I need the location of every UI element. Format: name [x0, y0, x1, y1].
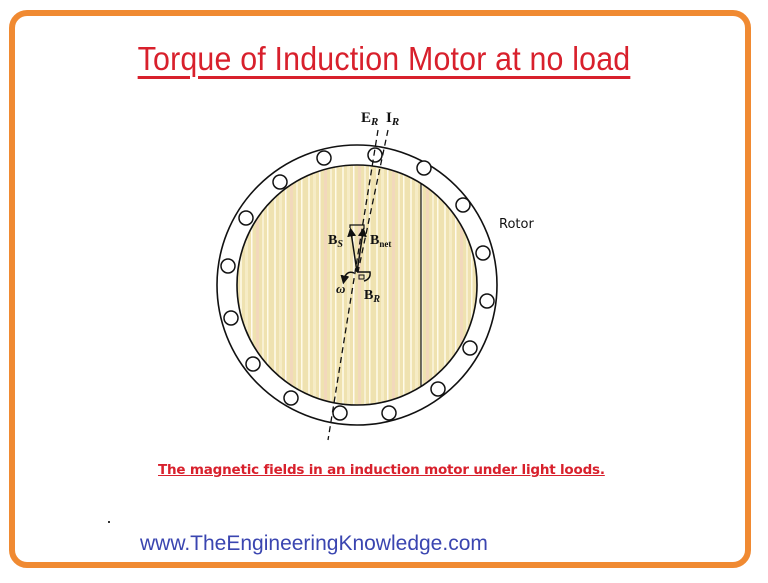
rotor-bar-slots	[220, 147, 495, 421]
omega-rotation-arrow	[340, 271, 355, 285]
ir-dashed-line	[357, 129, 389, 273]
rotor-label: Rotor	[499, 217, 534, 232]
ir-label: IR	[386, 110, 399, 128]
figure-caption: The magnetic fields in an induction moto…	[158, 462, 605, 478]
stray-dot	[108, 521, 110, 523]
orange-frame	[9, 10, 751, 568]
page-title: Torque of Induction Motor at no load	[137, 40, 631, 77]
website-link[interactable]: www.TheEngineeringKnowledge.com	[140, 532, 488, 555]
rotor-core	[236, 164, 478, 406]
br-label: BR	[364, 288, 380, 305]
bs-vector	[347, 227, 358, 273]
br-vector	[357, 271, 371, 282]
omega-label: ω	[336, 281, 345, 296]
vector-triangle-top	[349, 224, 365, 229]
right-angle-mark	[358, 274, 365, 280]
bnet-label: Bnet	[370, 233, 391, 249]
er-label: ER	[361, 110, 378, 128]
bs-label: BS	[328, 233, 343, 250]
bnet-vector	[356, 227, 367, 273]
er-dashed-line	[327, 129, 379, 441]
